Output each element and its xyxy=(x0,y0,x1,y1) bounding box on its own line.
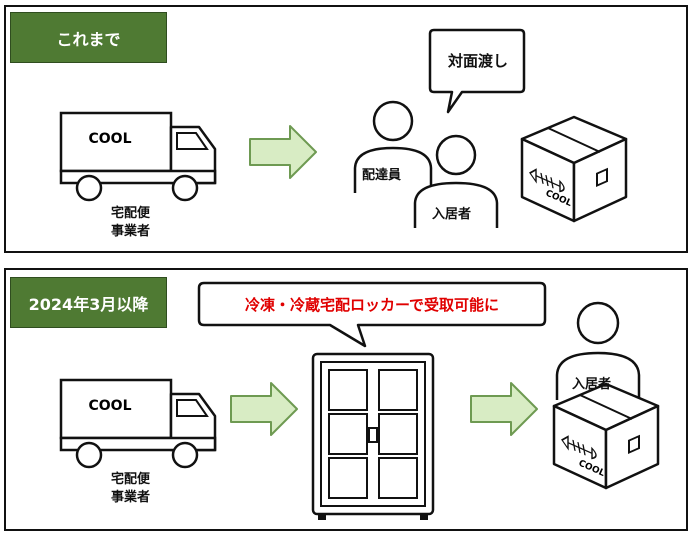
truck-icon xyxy=(59,111,217,202)
carrier-label-line2: 事業者 xyxy=(111,490,151,505)
cold-locker-icon xyxy=(311,352,435,520)
speech-bubble xyxy=(428,28,526,114)
truck-icon xyxy=(59,378,217,469)
arrow-icon xyxy=(230,382,298,436)
resident-label: 入居者 xyxy=(572,377,612,392)
truck-cool-label: COOL xyxy=(89,398,132,414)
truck-cool-label: COOL xyxy=(89,131,132,147)
deliverer-label: 配達員 xyxy=(362,168,402,183)
after-tag: 2024年3月以降 xyxy=(10,277,167,328)
carrier-label-line2: 事業者 xyxy=(111,224,151,239)
resident-label: 入居者 xyxy=(432,207,472,222)
arrow-icon xyxy=(470,382,538,436)
arrow-icon xyxy=(249,125,317,179)
callout-bubble xyxy=(197,281,547,348)
callout-text: 冷凍・冷蔵宅配ロッカーで受取可能に xyxy=(244,296,500,314)
carrier-label-line1: 宅配便 xyxy=(111,472,151,487)
cool-box-icon xyxy=(552,382,660,490)
deliverer-person-icon xyxy=(353,100,433,193)
carrier-label-line1: 宅配便 xyxy=(111,206,151,221)
resident-person-icon xyxy=(413,134,499,228)
cool-box-icon xyxy=(520,115,628,223)
before-tag: これまで xyxy=(10,12,167,63)
speech-bubble-text: 対面渡し xyxy=(447,52,508,70)
